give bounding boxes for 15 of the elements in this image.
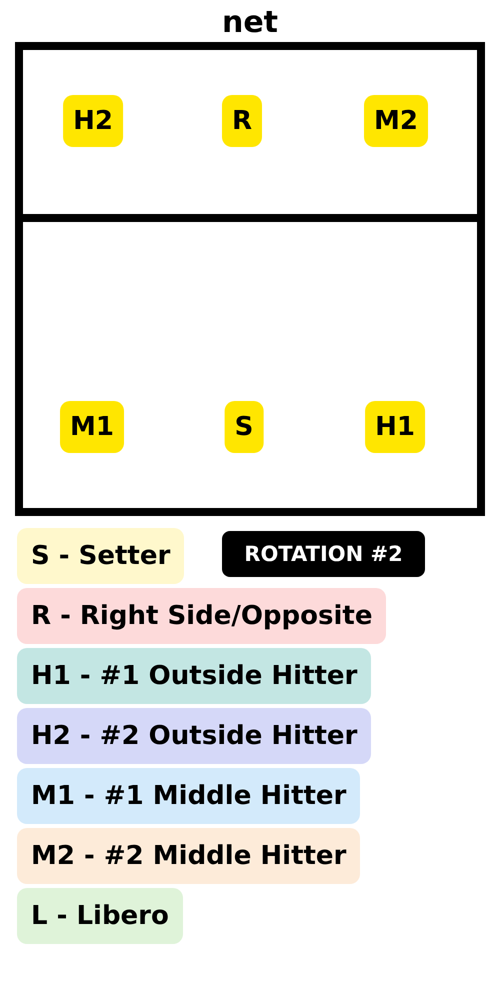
player-badge: H2 — [63, 95, 123, 147]
legend-item: R - Right Side/Opposite — [17, 588, 386, 644]
player-badge: M2 — [364, 95, 428, 147]
player-badge: H1 — [365, 401, 425, 453]
player-badge: M1 — [60, 401, 124, 453]
rotation-badge: ROTATION #2 — [222, 531, 425, 577]
legend-item: M2 - #2 Middle Hitter — [17, 828, 360, 884]
player-badge: R — [222, 95, 262, 147]
net-label: net — [222, 6, 278, 40]
player-badge: S — [224, 401, 264, 453]
legend-item: S - Setter — [17, 528, 184, 584]
legend-item: L - Libero — [17, 888, 183, 944]
legend-item: M1 - #1 Middle Hitter — [17, 768, 360, 824]
legend-item: H2 - #2 Outside Hitter — [17, 708, 372, 764]
legend-item: H1 - #1 Outside Hitter — [17, 648, 372, 704]
